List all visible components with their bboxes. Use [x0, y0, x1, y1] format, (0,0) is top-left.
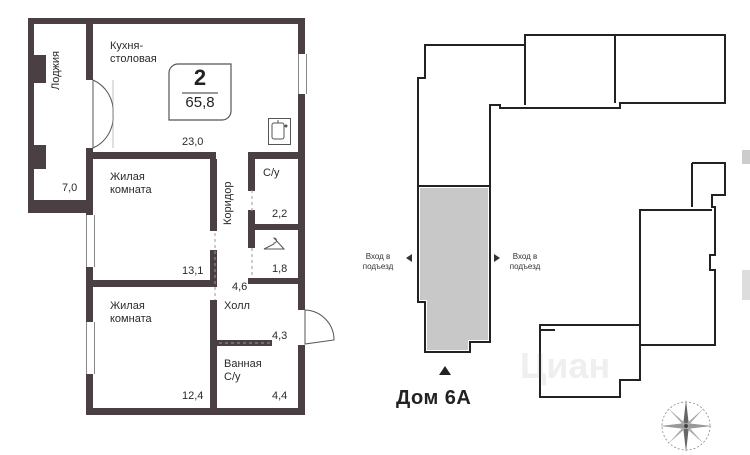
living1-label: Жилая комната [110, 171, 152, 196]
entry-door-swing [304, 309, 335, 345]
bath-area: 4,4 [272, 390, 288, 402]
entrance-left-label: Вход в подъезд [362, 252, 394, 271]
wall-kitchen-bottom-right [248, 152, 305, 159]
dashed-separators [214, 190, 272, 344]
wall-bottom [86, 408, 305, 415]
building-title: Дом 6А [396, 387, 472, 409]
wall-loggia-inner [86, 18, 93, 80]
entrance-right-label: Вход в подъезд [509, 252, 541, 271]
wall-left [28, 18, 34, 213]
wc-area: 2,2 [272, 208, 288, 220]
wall-living2-right [210, 300, 217, 408]
wall-wardrobe-left [248, 230, 255, 248]
wall-living-divider [86, 280, 216, 287]
wall-wc-bottom [255, 224, 298, 230]
kitchen-area: 23,0 [182, 136, 204, 148]
loggia-door-swing [92, 79, 114, 149]
hall-area: 4,3 [272, 330, 288, 342]
loggia-area: 7,0 [62, 182, 78, 194]
wc-label: С/у [263, 167, 280, 179]
building-marker-triangle-icon [439, 366, 451, 375]
living2-area: 12,4 [182, 390, 204, 402]
window-left-1 [86, 215, 95, 267]
window-left-2 [86, 322, 95, 374]
corridor-area: 4,6 [232, 281, 248, 293]
watermark: Циан [520, 345, 611, 386]
wall-wardrobe-bottom [248, 278, 305, 284]
loggia-pillar-1 [34, 55, 46, 83]
wall-living1-right [210, 250, 217, 287]
wall-right-lower [298, 345, 305, 415]
wall-kitchen-bottom [86, 152, 216, 159]
wall-wc-left-2 [248, 210, 255, 230]
rooms-count: 2 [193, 65, 207, 90]
wall-right [298, 18, 305, 310]
apartment-badge [168, 63, 232, 121]
hanger-icon [263, 237, 286, 250]
wall-loggia-bottom [28, 200, 93, 213]
living1-area: 13,1 [182, 265, 204, 277]
wall-left-lower [86, 200, 93, 415]
hall-label: Холл [224, 300, 250, 312]
sink-icon [268, 118, 291, 145]
living2-label: Жилая комната [110, 300, 152, 325]
wall-corridor-left [210, 159, 217, 231]
bath-label: Ванная С/у [224, 358, 262, 383]
wall-loggia-inner-2 [86, 148, 93, 212]
edge-fragment-1 [742, 150, 750, 164]
wardrobe-area: 1,8 [272, 263, 288, 275]
wall-top [28, 18, 305, 24]
compass-rose-icon [660, 400, 712, 452]
kitchen-label: Кухня- столовая [110, 40, 157, 65]
loggia-pillar-2 [34, 145, 46, 169]
window-right [298, 54, 307, 94]
edge-fragment-2 [742, 270, 750, 300]
wall-wc-left [248, 159, 255, 191]
total-area: 65,8 [185, 94, 215, 111]
